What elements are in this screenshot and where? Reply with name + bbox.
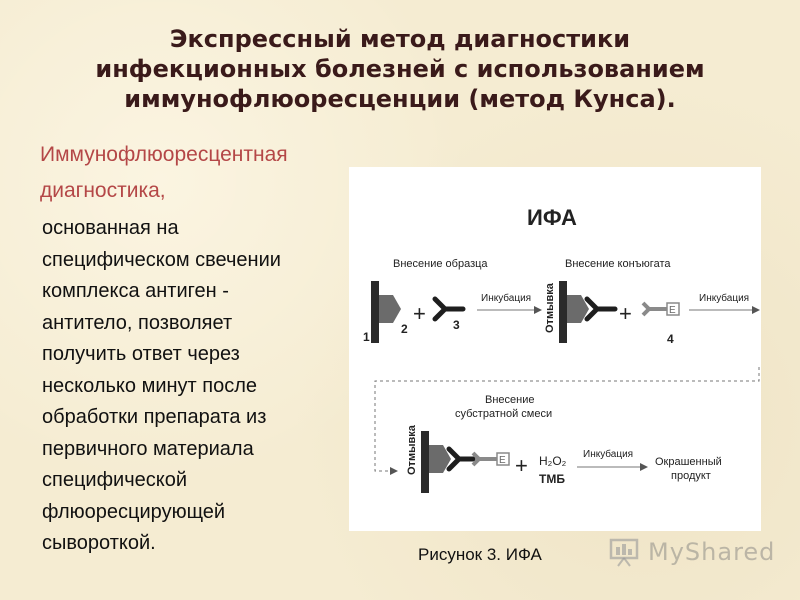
watermark: MyShared <box>608 536 778 570</box>
lead-heading: Иммунофлюоресцентная диагностика, <box>40 137 340 209</box>
plus-sign: + <box>619 301 632 326</box>
product-label-2: продукт <box>671 470 711 482</box>
body-line: специфической <box>42 469 188 491</box>
incubation-label-3: Инкубация <box>583 448 633 460</box>
step-conjugate-label: Внесение конъюгата <box>565 258 671 270</box>
title-line-3: иммунофлюоресценции (метод Кунса). <box>124 85 676 113</box>
body-line: комплекса антиген - <box>42 280 229 302</box>
well-bound-icon <box>559 281 618 343</box>
wash-label-2: Отмывка <box>406 424 418 475</box>
plus-sign: + <box>515 453 528 478</box>
title-line-1: Экспрессный метод диагностики <box>169 25 631 53</box>
body-line: получить ответ через <box>42 343 240 365</box>
title-line-2: инфекционных болезней с использованием <box>95 55 705 83</box>
body-line: основанная на <box>42 217 179 239</box>
lead-line-2: диагностика, <box>40 179 166 202</box>
tmb-label: ТМБ <box>539 472 565 486</box>
elisa-diagram: ИФА Внесение образца Внесение конъюгата … <box>363 205 760 493</box>
figure-heading: ИФА <box>527 205 577 230</box>
body-line: антитело, позволяет <box>42 311 233 334</box>
body-paragraph: основанная на специфическом свечении ком… <box>42 213 342 560</box>
label-n1: 1 <box>363 330 370 344</box>
body-line: специфическом свечении <box>42 248 281 271</box>
label-n2: 2 <box>401 322 408 336</box>
plus-sign: + <box>413 301 426 326</box>
body-line: первичного материала <box>42 437 254 460</box>
h2o2-label: H₂O₂ <box>539 454 567 468</box>
well-surface-icon <box>371 281 401 343</box>
body-line: сывороткой. <box>42 532 156 554</box>
dashed-connector <box>374 367 760 475</box>
label-n3: 3 <box>453 318 460 332</box>
lead-line-1: Иммунофлюоресцентная <box>40 143 288 166</box>
conjugate-icon: E <box>641 301 680 317</box>
body-line: несколько минут после <box>42 374 257 397</box>
incubation-label-2: Инкубация <box>699 292 749 304</box>
presentation-icon <box>609 538 639 567</box>
product-label-1: Окрашенный <box>655 456 722 468</box>
antibody-icon <box>432 296 466 322</box>
incubation-label-1: Инкубация <box>481 292 531 304</box>
step-sample-label: Внесение образца <box>393 258 488 270</box>
well-complex-icon: E <box>421 431 510 493</box>
label-n4: 4 <box>667 332 674 346</box>
slide-title: Экспрессный метод диагностики инфекционн… <box>40 24 760 114</box>
wash-label-1: Отмывка <box>544 282 556 333</box>
body-line: обработки препарата из <box>42 406 267 428</box>
substrate-label-2: субстратной смеси <box>455 408 552 420</box>
enzyme-label: E <box>669 305 676 316</box>
watermark-text: MyShared <box>648 538 776 566</box>
elisa-figure: ИФА Внесение образца Внесение конъюгата … <box>349 167 761 531</box>
enzyme-label: E <box>499 455 506 466</box>
body-line: флюоресцирующей <box>42 500 226 523</box>
figure-caption: Рисунок 3. ИФА <box>418 545 542 564</box>
substrate-label-1: Внесение <box>485 394 534 406</box>
